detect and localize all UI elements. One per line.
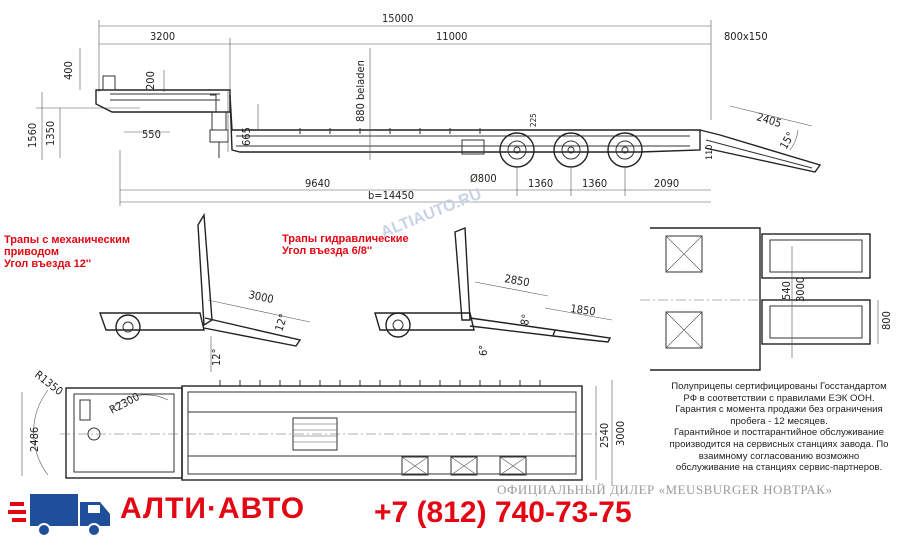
brand-name: АЛТИ·АВТО: [120, 492, 306, 525]
mech-caption-line-3: Угол въезда 12'': [4, 258, 92, 270]
dim-gooseneck: 3200: [150, 30, 175, 43]
dim-3000-bottom: 3000: [614, 421, 627, 446]
dim-ramp-plate: 800x150: [724, 30, 768, 43]
dim-225: 225: [529, 113, 538, 127]
note-line: производится на сервисных станциях завод…: [669, 438, 889, 450]
dim-axle-1: 1360: [528, 177, 553, 190]
dim-plan-540: 540: [780, 281, 793, 300]
official-dealer-text: ОФИЦИАЛЬНЫЙ ДИЛЕР «MEUSBURGER НОВТРАК»: [497, 482, 833, 497]
dim-rear: 2090: [654, 177, 679, 190]
phone-number[interactable]: +7 (812) 740-73-75: [374, 496, 632, 529]
dim-hyd-8: 8°: [518, 313, 533, 326]
truck-logo-icon: [8, 494, 110, 537]
hydraulic-ramp-view: 2850 1850 8° 6°: [374, 226, 613, 356]
hyd-caption-line-1: Трапы гидравлические: [282, 233, 409, 245]
certification-notes: Полуприцепы сертифицированы Госстандарто…: [645, 381, 913, 474]
side-view: 15000 3200 11000 800x150 400 200 1560 13…: [26, 12, 822, 206]
dim-axle-2: 1360: [582, 177, 607, 190]
top-plan-view: R1350 R2300 2486 2540 3000: [21, 368, 627, 486]
dim-110: 110: [705, 145, 715, 160]
note-line: Полуприцепы сертифицированы Госстандарто…: [671, 381, 887, 392]
note-line: РФ в соответствии с правилами ЕЭК ООН.: [683, 392, 875, 404]
dim-1350: 1350: [44, 121, 57, 146]
mech-caption-line-1: Трапы с механическим: [4, 234, 131, 246]
dim-1560: 1560: [26, 123, 39, 148]
dim-550: 550: [142, 128, 161, 141]
dim-mech-12a: 12°: [272, 312, 290, 333]
mech-ramp-caption: Трапы с механическим приводом Угол въезд…: [4, 234, 130, 270]
dim-r1350: R1350: [32, 368, 65, 398]
hyd-caption-line-2: Угол въезда 6/8'': [282, 245, 373, 257]
dim-hyd-2850: 2850: [503, 272, 530, 289]
dim-hyd-1850: 1850: [570, 302, 597, 318]
note-line: обслуживание на станциях сервис-партнеро…: [675, 462, 883, 474]
dim-400: 400: [62, 61, 75, 80]
dim-2486: 2486: [28, 427, 41, 452]
dim-deck: 11000: [436, 30, 467, 43]
mechanical-ramp-view: 3000 12° 12°: [99, 212, 311, 372]
dim-total-length: 15000: [382, 12, 413, 25]
mech-caption-line-2: приводом: [4, 246, 60, 258]
dim-200: 200: [144, 71, 157, 90]
rear-plan-view: 540 3000 800: [640, 227, 893, 371]
dim-wheel: Ø800: [470, 172, 497, 185]
dim-mech-3000: 3000: [247, 288, 274, 306]
dim-plan-800: 800: [880, 311, 893, 330]
note-line: Гарантия с момента продажи без ограничен…: [675, 404, 883, 416]
dim-2540: 2540: [598, 423, 611, 448]
hyd-ramp-caption: Трапы гидравлические Угол въезда 6/8'': [282, 233, 409, 257]
dim-ramp-angle: 15°: [777, 130, 797, 152]
dim-665: 665: [240, 127, 253, 146]
axle-wheels: [499, 132, 643, 168]
note-line: Гарантийное и постгарантийное обслуживан…: [674, 427, 884, 439]
note-line: взаимному согласованию возможно: [698, 450, 860, 462]
dim-plan-3000: 3000: [794, 277, 807, 302]
dim-mech-12b: 12°: [210, 348, 223, 366]
dim-880-beladen: 880 beladen: [354, 60, 367, 122]
dim-hyd-6: 6°: [477, 345, 490, 356]
dim-9640: 9640: [305, 177, 330, 190]
dim-b: b=14450: [368, 189, 414, 202]
note-line: пробега - 12 месяцев.: [730, 415, 828, 427]
